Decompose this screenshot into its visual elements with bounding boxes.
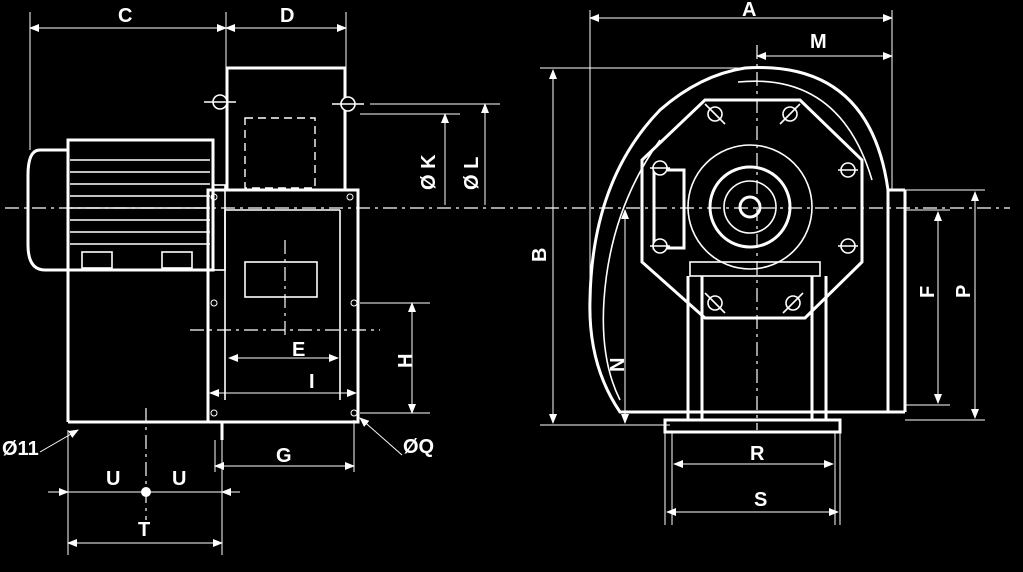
label-H: H: [395, 354, 417, 368]
label-E: E: [292, 339, 305, 361]
label-diameter-L: Ø L: [461, 157, 483, 190]
front-dimensions: [540, 10, 985, 525]
label-diameter-Q: ØQ: [403, 436, 434, 458]
duct-bolt-right: [332, 96, 364, 112]
label-S: S: [754, 489, 767, 511]
side-dimensions: [29, 12, 500, 555]
fan-frame: [206, 188, 360, 424]
label-D: D: [280, 5, 294, 27]
octagon-plate: [640, 98, 864, 320]
volute-casing: [588, 66, 890, 414]
label-R: R: [750, 443, 765, 465]
label-diameter-11: Ø11: [2, 438, 39, 460]
label-M: M: [810, 31, 827, 53]
label-B: B: [529, 248, 551, 262]
label-U-left: U: [106, 468, 120, 490]
base-plate: [663, 418, 842, 434]
front-view: [588, 45, 907, 434]
duct-bolt-left: [204, 94, 236, 110]
stand-legs: [686, 276, 828, 420]
motor: [26, 138, 226, 272]
label-A: A: [742, 0, 756, 21]
label-diameter-K: Ø K: [418, 154, 440, 190]
label-T: T: [138, 519, 150, 541]
label-U-right: U: [172, 468, 186, 490]
label-G: G: [276, 445, 292, 467]
label-P: P: [953, 285, 975, 298]
label-N: N: [607, 358, 629, 372]
label-C: C: [118, 5, 132, 27]
label-F: F: [917, 286, 939, 298]
side-view: [5, 66, 1010, 520]
plate-bolts: [650, 103, 858, 314]
label-I: I: [309, 371, 315, 393]
